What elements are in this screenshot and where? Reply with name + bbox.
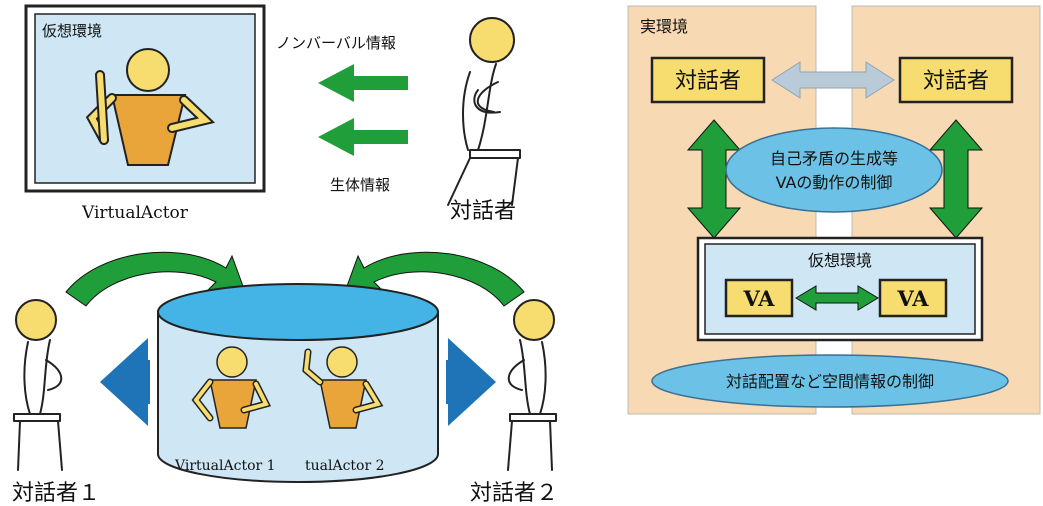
person-figure [447,17,521,206]
person-box-right-label: 対話者 [923,69,989,94]
virtual-actor-figure [85,48,216,166]
control-line-1: 自己矛盾の生成等 [770,149,898,168]
faint-double-arrow [771,61,895,99]
person-2-figure [507,299,557,471]
va-left-label: VA [743,286,776,311]
blue-arrow-right [448,338,496,426]
real-env-label: 実環境 [640,17,688,36]
nonverbal-label: ノンバーバル情報 [276,34,396,52]
shared-virtual-env-cylinder [157,283,439,483]
va-box-right [878,278,948,318]
virtual-actor-2 [302,346,384,429]
blue-arrow-left [100,338,148,426]
person1-label: 対話者１ [12,481,100,506]
bio-arrow [318,118,408,156]
real-environment-diagram: 実環境 対話者 対話者 自己矛盾の生成等 VAの動作の制御 仮想環境 VA VA… [627,5,1041,415]
person-1-figure [13,299,63,471]
virtual-env-label: 仮想環境 [808,251,872,270]
person-box-left-label: 対話者 [675,69,741,94]
nonverbal-arrow [318,64,408,102]
screen-caption: VirtualActor [81,203,189,223]
person-box-right [898,56,1014,104]
actor2-label: tualActor 2 [305,458,385,474]
actor1-label: VirtualActor 1 [174,458,276,474]
virtual-actor-1 [191,346,272,429]
va-double-arrow [795,285,879,311]
screen-label: 仮想環境 [42,22,102,40]
single-actor-scene: 仮想環境 VirtualActor ノンバーバル情報 生体情報 [24,4,521,224]
bio-label: 生体情報 [330,176,390,194]
person2-label: 対話者２ [470,481,558,506]
va-box-left [724,278,794,318]
person-box-left [650,56,766,104]
control-line-2: VAの動作の制御 [776,173,893,192]
spatial-control-label: 対話配置など空間情報の制御 [726,372,934,391]
va-right-label: VA [897,286,930,311]
behavior-control-ellipse [725,127,943,213]
blue-arrow-right-shaft [446,360,456,404]
person-label: 対話者 [450,199,516,224]
multi-actor-scene: VirtualActor 1 tualActor 2 対話者１ [12,251,558,506]
spatial-control-ellipse [651,354,1009,408]
blue-arrow-left-shaft [140,360,150,404]
